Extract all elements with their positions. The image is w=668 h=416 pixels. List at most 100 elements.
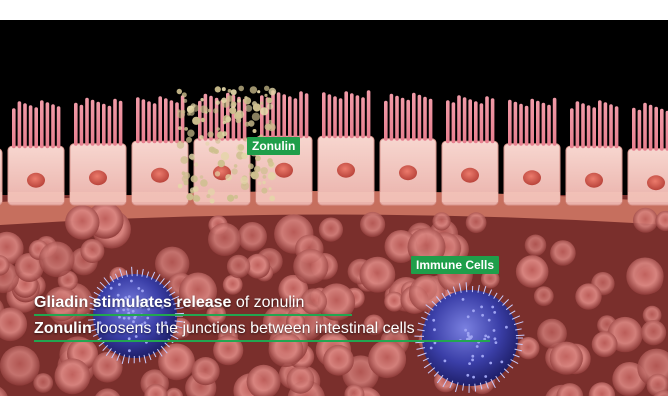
red-blood-cell bbox=[0, 387, 8, 396]
immune-texture-dot bbox=[131, 309, 135, 313]
zonulin-particle bbox=[200, 98, 204, 102]
zonulin-particle bbox=[190, 103, 196, 109]
immune-texture-dot bbox=[164, 321, 168, 324]
immune-texture-dot bbox=[124, 296, 128, 299]
immune-texture-dot bbox=[475, 345, 479, 348]
zonulin-particle bbox=[238, 85, 244, 92]
red-blood-cell bbox=[655, 210, 668, 232]
zonulin-particle bbox=[200, 179, 208, 187]
immune-spike bbox=[88, 319, 96, 321]
immune-spike bbox=[121, 354, 126, 365]
zonulin-particle bbox=[248, 163, 254, 170]
red-blood-cell bbox=[359, 256, 396, 293]
immune-texture-dot bbox=[432, 318, 436, 322]
immune-spike bbox=[102, 344, 109, 352]
immune-spike bbox=[511, 315, 521, 320]
red-blood-cell bbox=[164, 387, 184, 396]
zonulin-particle bbox=[222, 120, 227, 125]
immune-spike bbox=[512, 354, 520, 358]
zonulin-particle bbox=[233, 164, 238, 168]
immune-spike bbox=[505, 304, 513, 311]
immune-spike bbox=[416, 347, 426, 350]
zonulin-particle bbox=[193, 162, 199, 167]
zonulin-particle bbox=[216, 127, 220, 131]
red-blood-cell bbox=[588, 382, 616, 396]
zonulin-particle bbox=[237, 144, 245, 151]
red-blood-cell bbox=[0, 231, 24, 266]
zonulin-particle bbox=[192, 194, 200, 202]
red-blood-cell bbox=[144, 383, 168, 396]
zonulin-particle bbox=[213, 108, 219, 114]
immune-spike bbox=[433, 371, 439, 377]
immune-texture-dot bbox=[494, 341, 498, 344]
zonulin-particle bbox=[267, 172, 276, 181]
zonulin-particle bbox=[176, 141, 185, 149]
zonulin-particle bbox=[244, 96, 248, 100]
epithelial-cell bbox=[627, 102, 668, 206]
red-blood-cell bbox=[550, 240, 576, 266]
immune-texture-dot bbox=[127, 311, 131, 315]
zonulin-particle bbox=[226, 95, 234, 102]
immune-spike bbox=[465, 282, 468, 293]
zonulin-particle bbox=[227, 89, 232, 93]
red-blood-cell bbox=[155, 246, 190, 281]
red-blood-cell bbox=[384, 291, 405, 312]
zonulin-particle bbox=[248, 120, 255, 127]
caption-line-2-underline bbox=[34, 340, 490, 342]
immune-texture-dot bbox=[433, 341, 437, 345]
red-blood-cell bbox=[208, 222, 242, 256]
zonulin-particle bbox=[187, 129, 195, 137]
immune-spike bbox=[162, 280, 171, 289]
immune-texture-dot bbox=[98, 321, 102, 325]
immune-texture-dot bbox=[122, 316, 126, 320]
immune-spike bbox=[169, 291, 176, 296]
immune-spike bbox=[499, 372, 506, 379]
intestine-cross-section bbox=[0, 85, 668, 396]
zonulin-particle bbox=[215, 138, 221, 144]
caption-line-2-bold: Zonulin bbox=[34, 320, 92, 337]
immune-texture-dot bbox=[115, 309, 119, 313]
red-blood-cell bbox=[517, 337, 540, 360]
immune-texture-dot bbox=[118, 283, 121, 286]
immune-spike bbox=[424, 311, 431, 316]
red-blood-cell bbox=[524, 234, 547, 257]
immune-spike bbox=[89, 308, 96, 311]
immune-spike bbox=[143, 354, 147, 364]
immune-spike bbox=[436, 374, 444, 384]
immune-texture-dot bbox=[122, 308, 126, 312]
red-blood-cell bbox=[480, 269, 500, 289]
immune-spike bbox=[423, 362, 432, 369]
epithelial-cell bbox=[69, 97, 127, 206]
immune-texture-dot bbox=[500, 360, 504, 364]
zonulin-particle bbox=[268, 119, 273, 124]
immune-spike bbox=[514, 348, 523, 352]
red-blood-cell bbox=[591, 331, 618, 358]
zonulin-particle bbox=[188, 110, 195, 116]
epithelial-cell bbox=[441, 95, 499, 206]
immune-spike bbox=[431, 300, 438, 307]
immune-spike bbox=[174, 320, 183, 323]
zonulin-particle bbox=[253, 165, 261, 173]
immune-spike bbox=[441, 292, 447, 300]
immune-texture-dot bbox=[146, 316, 150, 320]
red-blood-cell bbox=[179, 272, 217, 311]
immune-spike bbox=[479, 382, 483, 390]
zonulin-particle bbox=[217, 159, 225, 168]
immune-texture-dot bbox=[157, 331, 161, 335]
zonulin-particle bbox=[199, 135, 204, 140]
immune-texture-dot bbox=[137, 287, 141, 290]
caption-line-1-underline bbox=[34, 314, 352, 316]
zonulin-particle bbox=[269, 195, 276, 202]
immune-spike bbox=[103, 277, 111, 286]
immune-texture-dot bbox=[118, 315, 121, 319]
immune-texture-dot bbox=[472, 309, 475, 313]
red-blood-cell bbox=[432, 212, 451, 231]
immune-texture-dot bbox=[433, 328, 436, 332]
immune-texture-dot bbox=[480, 305, 483, 309]
red-blood-cell bbox=[556, 383, 584, 396]
caption-line-2-rest: loosens the junctions between intestinal… bbox=[91, 320, 415, 337]
immune-spike bbox=[141, 268, 144, 277]
zonulin-particle bbox=[205, 141, 210, 146]
immune-spike bbox=[422, 357, 429, 362]
immune-texture-dot bbox=[493, 311, 497, 314]
